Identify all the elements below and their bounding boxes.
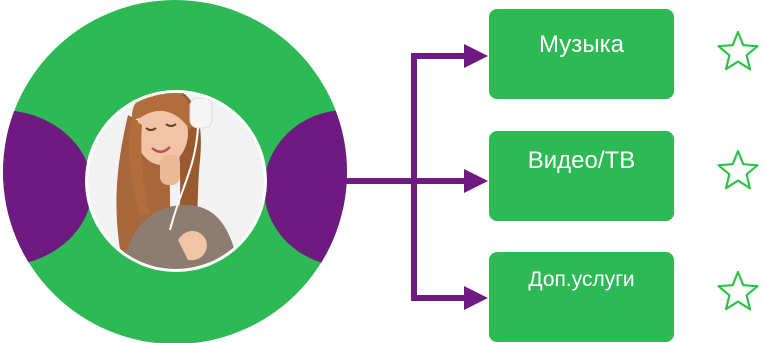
extra-services-label: Доп.услуги <box>528 268 635 291</box>
woman-with-headphones-image <box>88 93 264 269</box>
video-tv-box: Видео/ТВ <box>489 131 674 221</box>
extra-services-box: Доп.услуги <box>489 252 674 342</box>
arrowhead-video <box>464 169 488 193</box>
star-outline-icon <box>717 149 759 190</box>
arrowhead-extra <box>464 286 488 310</box>
branch-connector <box>343 53 466 301</box>
purple-right-lens <box>264 110 347 266</box>
video-tv-label: Видео/ТВ <box>527 147 636 174</box>
star-outline-icon <box>717 30 759 71</box>
photo-circle <box>85 90 267 272</box>
arrowhead-music <box>464 44 488 68</box>
music-box: Музыка <box>489 9 674 99</box>
star-outline-icon <box>717 270 759 311</box>
purple-left-lens <box>3 110 92 266</box>
music-label: Музыка <box>539 31 624 58</box>
